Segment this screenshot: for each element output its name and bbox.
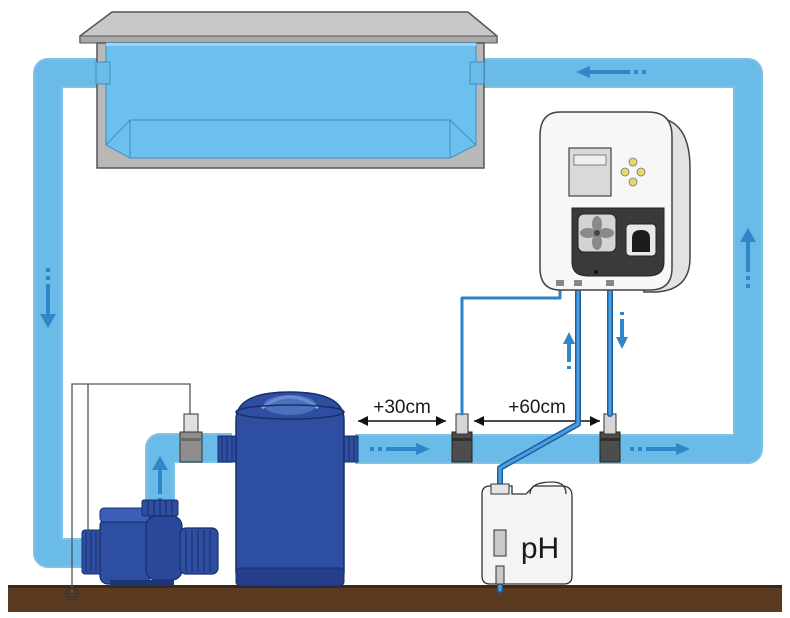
probe-fitting-1 <box>451 413 473 463</box>
dimension-60cm: +60cm <box>474 397 600 426</box>
controller-keypad[interactable] <box>620 157 646 187</box>
dimension-30cm: +30cm <box>358 397 446 426</box>
pool-water <box>105 42 477 159</box>
sand-filter <box>217 391 359 587</box>
flow-arrow-icon <box>370 443 430 455</box>
flow-arrow-icon <box>576 66 646 78</box>
fan-icon <box>577 213 617 253</box>
ground <box>8 585 782 612</box>
flow-arrow-icon <box>616 312 628 349</box>
ph-canister: pH <box>481 481 573 585</box>
flow-arrow-icon <box>740 228 756 288</box>
distance-label-60cm: +60cm <box>508 397 566 418</box>
tube-arrows <box>563 312 628 369</box>
flow-arrow-icon <box>630 443 690 455</box>
pump <box>81 499 219 586</box>
flow-arrow-icon <box>563 332 575 369</box>
flow-arrow-icon <box>40 268 56 328</box>
pool <box>79 11 498 169</box>
ground-symbol-icon <box>65 587 79 601</box>
canister-label: pH <box>521 532 559 565</box>
flow-switch <box>179 413 203 463</box>
power-socket-icon <box>625 223 657 257</box>
distance-label-30cm: +30cm <box>373 397 431 418</box>
controller-unit <box>539 111 691 293</box>
probe-fitting-2 <box>599 413 621 463</box>
flow-arrows <box>40 66 756 502</box>
sensor-wire <box>71 383 191 594</box>
